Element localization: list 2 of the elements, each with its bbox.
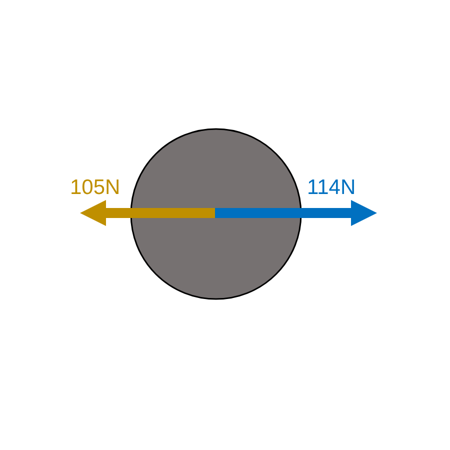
force-label: 114N [307, 176, 356, 200]
force-label: 105N [70, 176, 120, 200]
